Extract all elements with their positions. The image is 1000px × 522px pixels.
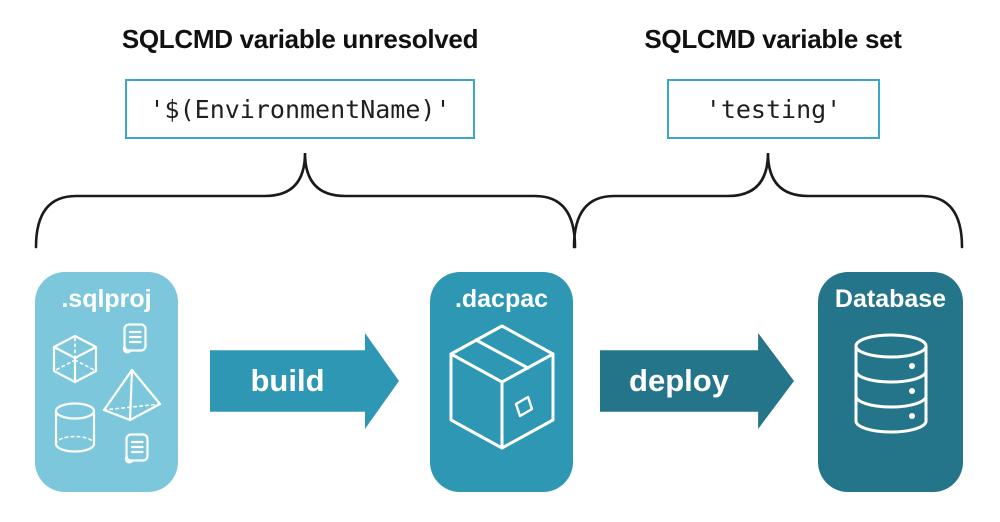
build-arrow-label: build [250, 363, 325, 398]
node-sqlproj: .sqlproj [35, 272, 178, 492]
deploy-arrow-label: deploy [629, 363, 729, 398]
script-icon [124, 433, 149, 464]
right-brace [572, 152, 964, 249]
node-database: Database [818, 272, 963, 492]
node-dacpac-label: .dacpac [454, 285, 549, 313]
sql-project-objects-icon [52, 323, 161, 464]
cube-icon [52, 334, 97, 384]
build-arrow: build [210, 333, 399, 429]
left-brace [34, 152, 577, 249]
node-sqlproj-label: .sqlproj [61, 285, 152, 313]
pyramid-icon [102, 368, 161, 422]
code-value-unresolved: '$(EnvironmentName)' [149, 94, 451, 124]
cylinder-icon [54, 402, 95, 453]
heading-variable-set: SQLCMD variable set [644, 24, 902, 54]
code-value-set: 'testing' [705, 94, 842, 124]
package-box-icon [449, 324, 554, 450]
node-dacpac: .dacpac [430, 272, 573, 492]
code-box-set: 'testing' [667, 79, 880, 139]
node-database-label: Database [834, 285, 947, 313]
heading-variable-unresolved: SQLCMD variable unresolved [121, 24, 479, 54]
deploy-arrow: deploy [600, 333, 794, 429]
script-icon [122, 323, 147, 354]
code-box-unresolved: '$(EnvironmentName)' [125, 79, 475, 139]
database-cylinder-icon [854, 333, 927, 434]
